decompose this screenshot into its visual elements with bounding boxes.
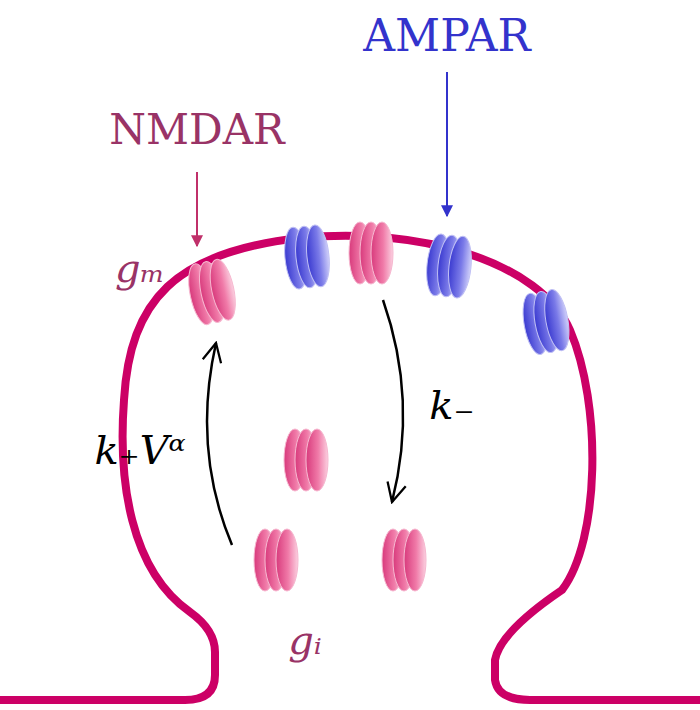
removal-arrow <box>383 300 403 502</box>
ampar-cluster <box>282 224 332 290</box>
nmdar-cluster <box>254 529 298 591</box>
rate-label: k₊Vᵅ <box>94 428 185 472</box>
ampar-cluster <box>519 288 573 357</box>
ampar-cluster <box>424 233 474 299</box>
rate-label: k₋ <box>429 383 474 427</box>
nmdar-cluster <box>349 222 393 284</box>
nmdar-cluster <box>184 257 240 327</box>
receptor-name: AMPAR <box>363 12 530 60</box>
ampar-leader <box>446 72 448 216</box>
spine-membrane <box>0 236 700 700</box>
math-symbol: gₘ <box>115 246 165 290</box>
receptor-name: NMDAR <box>109 107 284 153</box>
math-symbol: gᵢ <box>288 618 322 662</box>
nmdar-cluster <box>284 429 328 491</box>
insertion-arrow <box>207 343 232 545</box>
nmdar-cluster <box>382 529 426 591</box>
nmdar-leader <box>196 172 198 246</box>
